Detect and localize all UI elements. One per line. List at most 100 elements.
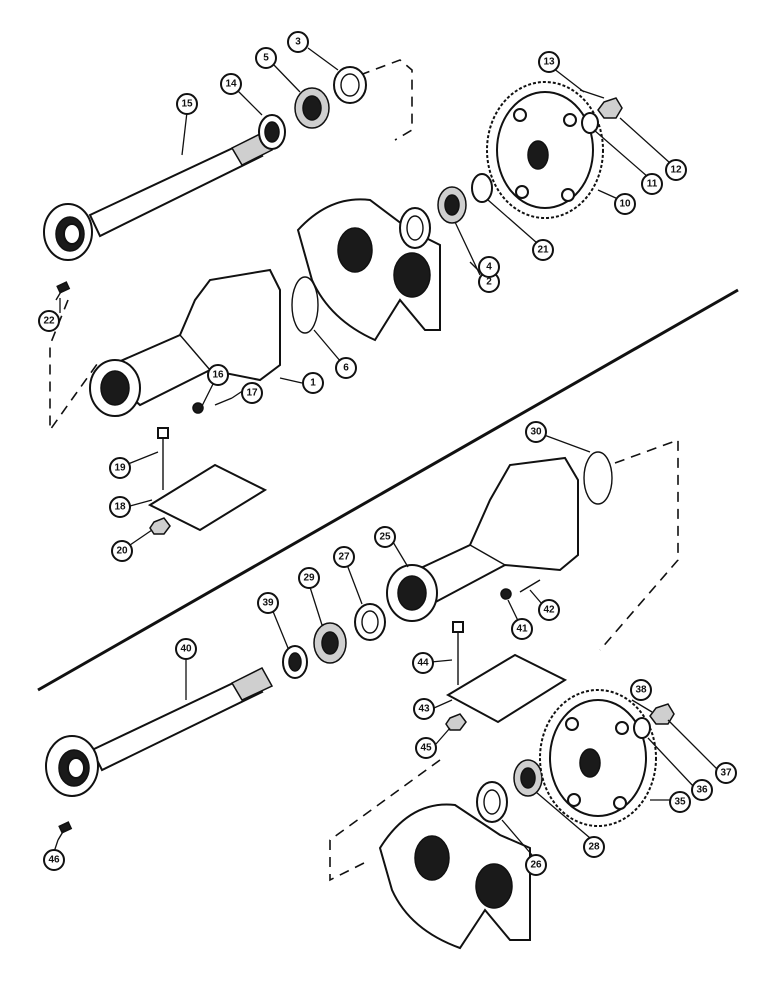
callout-label: 12 (670, 165, 682, 176)
callout-label: 39 (262, 598, 274, 609)
callout-label: 19 (114, 463, 126, 474)
callout-label: 1 (310, 378, 316, 389)
callout-6: 6 (335, 357, 357, 379)
callout-5: 5 (255, 47, 277, 69)
callout-label: 37 (720, 768, 732, 779)
separator-line (37, 288, 739, 692)
callout-label: 42 (543, 605, 555, 616)
callout-37: 37 (715, 762, 737, 784)
callout-21: 21 (532, 239, 554, 261)
callout-label: 21 (537, 245, 549, 256)
callout-label: 17 (246, 388, 258, 399)
callout-26: 26 (525, 854, 547, 876)
gear-upper (486, 81, 604, 219)
cup-3 (333, 66, 367, 104)
nut-41 (500, 588, 512, 600)
callout-38: 38 (630, 679, 652, 701)
lower-assembly (45, 438, 679, 950)
callout-25: 25 (374, 526, 396, 548)
callout-11: 11 (641, 173, 663, 195)
callout-41: 41 (511, 618, 533, 640)
cup-27 (354, 603, 386, 641)
callout-29: 29 (298, 567, 320, 589)
callout-label: 27 (338, 552, 350, 563)
callout-label: 44 (417, 658, 429, 669)
bearing-5 (294, 87, 330, 129)
bolt-46 (57, 821, 73, 841)
bolt-44 (452, 621, 464, 685)
stud-17 (214, 397, 233, 406)
bearing-4 (437, 186, 467, 224)
callout-label: 22 (43, 316, 55, 327)
washer-36 (633, 717, 651, 739)
callout-3: 3 (287, 31, 309, 53)
upper-dash-right (359, 59, 413, 141)
cup-2 (399, 207, 431, 249)
o-ring-30 (583, 451, 613, 505)
callout-19: 19 (109, 457, 131, 479)
o-ring-6 (291, 276, 319, 334)
axle-housing-upper (89, 268, 281, 417)
seal-14 (258, 114, 286, 150)
gear-lower (539, 689, 657, 827)
nut-16 (192, 402, 204, 414)
lower-dash-left (329, 759, 441, 882)
callout-label: 15 (181, 99, 193, 110)
bearing-29 (313, 622, 347, 664)
axle-housing-lower (386, 456, 579, 622)
callout-10: 10 (614, 193, 636, 215)
callout-18: 18 (109, 496, 131, 518)
leader-lines (53, 47, 719, 856)
callout-44: 44 (412, 652, 434, 674)
stud-42 (519, 579, 541, 593)
callout-label: 11 (647, 179, 658, 190)
callout-label: 25 (379, 532, 391, 543)
seal-39 (282, 645, 308, 679)
axle-shaft-upper (43, 132, 274, 261)
cover-plate-18 (147, 463, 268, 532)
callout-1: 1 (302, 372, 324, 394)
callout-label: 2 (486, 277, 492, 288)
callout-4: 4 (478, 256, 500, 278)
callout-20: 20 (111, 540, 133, 562)
axle-shaft-lower (45, 667, 274, 797)
callout-15: 15 (176, 93, 198, 115)
callout-42: 42 (538, 599, 560, 621)
callout-12: 12 (665, 159, 687, 181)
callout-label: 6 (343, 363, 349, 374)
bolt-19 (157, 427, 169, 490)
callout-14: 14 (220, 73, 242, 95)
callout-36: 36 (691, 779, 713, 801)
callout-label: 35 (674, 797, 686, 808)
nut-45 (445, 713, 467, 731)
callout-label: 16 (212, 370, 224, 381)
callout-label: 45 (420, 743, 432, 754)
upper-assembly (43, 59, 623, 535)
callout-label: 41 (516, 624, 528, 635)
bearing-28 (513, 759, 543, 797)
washer-11 (581, 112, 599, 134)
nut-20 (149, 517, 171, 535)
callout-16: 16 (207, 364, 229, 386)
stud-38 (631, 699, 653, 713)
callout-40: 40 (175, 638, 197, 660)
bearing-carrier-lower (378, 803, 531, 950)
nut-37 (649, 703, 675, 725)
callout-22: 22 (38, 310, 60, 332)
callout-label: 43 (418, 704, 430, 715)
callout-label: 30 (530, 427, 542, 438)
callout-13: 13 (538, 51, 560, 73)
cup-26 (476, 781, 508, 823)
callout-28: 28 (583, 836, 605, 858)
callout-43: 43 (413, 698, 435, 720)
callout-label: 36 (696, 785, 708, 796)
lower-dash-right (599, 438, 679, 651)
callout-17: 17 (241, 382, 263, 404)
nut-12 (597, 97, 623, 119)
callout-label: 18 (114, 502, 126, 513)
callout-label: 40 (180, 644, 192, 655)
callout-label: 38 (635, 685, 647, 696)
cover-plate-43 (445, 653, 568, 724)
callout-label: 4 (486, 262, 492, 273)
